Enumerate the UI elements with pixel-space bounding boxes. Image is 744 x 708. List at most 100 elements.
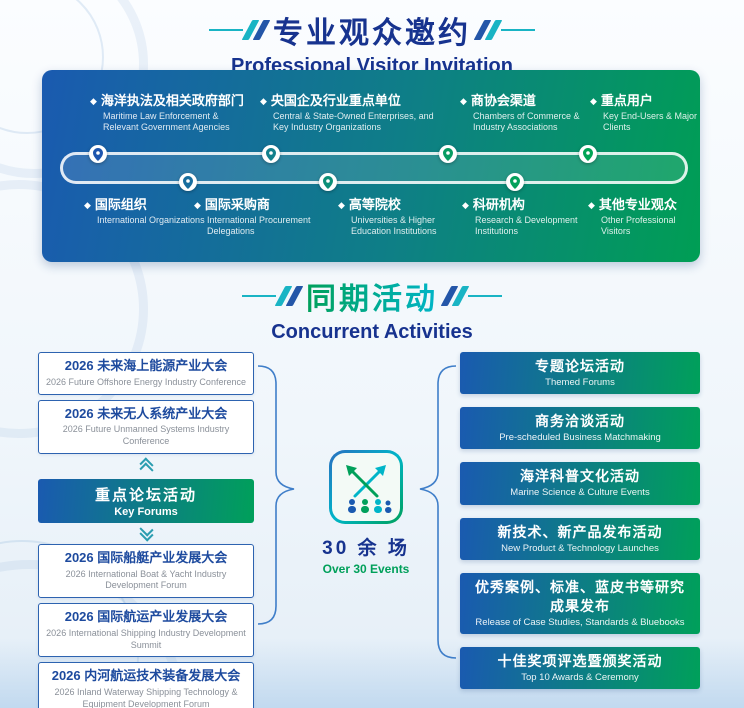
- audience-item: ◆国际组织 International Organizations: [84, 194, 207, 226]
- diamond-bullet: ◆: [338, 200, 345, 210]
- chevron-down-icon: [38, 522, 254, 542]
- invitation-title-zh: 专业观众邀约: [273, 17, 471, 50]
- location-pin-icon: [579, 145, 597, 163]
- location-pin-icon: [506, 173, 524, 191]
- forum-title-en: 2026 International Boat & Yacht Industry…: [65, 568, 227, 591]
- audience-item: ◆国际采购商 International Procurement Delegat…: [194, 194, 337, 238]
- left-brace: [257, 365, 295, 625]
- audience-label-en: International Procurement Delegations: [207, 215, 311, 237]
- location-pin-icon: [179, 173, 197, 191]
- audience-item: ◆其他专业观众 Other Professional Visitors: [588, 194, 706, 238]
- activity-title-en: Top 10 Awards & Ceremony: [521, 671, 639, 683]
- activities-title-en: Concurrent Activities: [271, 321, 473, 343]
- audience-item: ◆央国企及行业重点单位 Central & State-Owned Enterp…: [260, 90, 438, 134]
- diamond-bullet: ◆: [260, 96, 267, 106]
- activity-title-zh: 商务洽谈活动: [535, 413, 625, 430]
- audience-label-zh: 科研机构: [472, 197, 525, 212]
- activity-title-zh: 专题论坛活动: [535, 358, 625, 374]
- audience-label-en: Research & Development Institutions: [475, 215, 578, 237]
- audience-label-zh: 重点用户: [600, 93, 653, 108]
- activity-card: 新技术、新产品发布活动 New Product & Technology Lau…: [460, 517, 700, 560]
- diamond-bullet: ◆: [460, 96, 467, 106]
- audience-item: ◆科研机构 Research & Development Institution…: [462, 194, 600, 238]
- forums-column: 2026 未来海上能源产业大会 2026 Future Offshore Ene…: [38, 352, 254, 708]
- diamond-bullet: ◆: [84, 200, 91, 210]
- audience-label-en: Other Professional Visitors: [601, 215, 676, 237]
- audience-label-en: Key End-Users & Major Clients: [603, 111, 698, 133]
- diamond-bullet: ◆: [588, 200, 595, 210]
- forum-card: 2026 国际船艇产业发展大会 2026 International Boat …: [38, 543, 254, 599]
- forum-card: 2026 内河航运技术装备发展大会 2026 Inland Waterway S…: [38, 662, 254, 708]
- audience-label-en: Universities & Higher Education Institut…: [351, 215, 437, 237]
- audience-label-zh: 央国企及行业重点单位: [270, 93, 401, 108]
- events-count-block: 30 余 场 Over 30 Events: [312, 450, 420, 576]
- key-forums-banner: 重点论坛活动 Key Forums: [38, 478, 254, 523]
- activity-card: 专题论坛活动 Themed Forums: [460, 352, 700, 395]
- title-slash-decoration: [209, 20, 271, 40]
- forum-title-zh: 2026 未来无人系统产业大会: [64, 405, 228, 421]
- activity-title-zh: 海洋科普文化活动: [520, 468, 640, 485]
- activity-title-zh: 新技术、新产品发布活动: [497, 523, 663, 540]
- diamond-bullet: ◆: [590, 96, 597, 106]
- key-forums-en: Key Forums: [114, 505, 178, 518]
- key-forums-zh: 重点论坛活动: [94, 486, 197, 504]
- forum-card: 2026 未来无人系统产业大会 2026 Future Unmanned Sys…: [38, 399, 254, 454]
- timeline-track: [60, 145, 688, 191]
- audience-label-en: International Organizations: [97, 215, 205, 225]
- audience-label-en: Maritime Law Enforcement & Relevant Gove…: [103, 111, 230, 133]
- title-slash-decoration: [473, 20, 535, 40]
- audience-label-en: Chambers of Commerce & Industry Associat…: [473, 111, 580, 133]
- activities-title-zh: 同期活动: [306, 274, 438, 318]
- audience-label-zh: 商协会渠道: [470, 93, 536, 108]
- forum-title-en: 2026 Future Offshore Energy Industry Con…: [46, 376, 246, 387]
- audience-label-zh: 国际采购商: [204, 197, 270, 212]
- activity-title-en: Release of Case Studies, Standards & Blu…: [475, 616, 685, 628]
- location-pin-icon: [89, 145, 107, 163]
- audience-label-zh: 国际组织: [94, 197, 147, 212]
- audience-label-en: Central & State-Owned Enterprises, and K…: [273, 111, 434, 133]
- events-count-zh: 30 余 场: [322, 538, 410, 559]
- audience-label-zh: 高等院校: [348, 197, 401, 212]
- audience-item: ◆重点用户 Key End-Users & Major Clients: [590, 90, 698, 134]
- activity-title-zh: 优秀案例、标准、蓝皮书等研究成果发布: [475, 578, 685, 614]
- forum-title-zh: 2026 国际船艇产业发展大会: [64, 549, 228, 565]
- chevron-up-icon: [38, 457, 254, 477]
- forum-title-zh: 2026 未来海上能源产业大会: [64, 358, 228, 373]
- forum-title-en: 2026 Inland Waterway Shipping Technology…: [54, 687, 238, 708]
- diamond-bullet: ◆: [90, 96, 97, 106]
- activities-column: 专题论坛活动 Themed Forums 商务洽谈活动 Pre-schedule…: [460, 352, 700, 690]
- events-count-en: Over 30 Events: [322, 562, 410, 576]
- diamond-bullet: ◆: [194, 200, 201, 210]
- forum-title-zh: 2026 国际航运产业发展大会: [64, 609, 228, 625]
- activity-title-en: Themed Forums: [545, 376, 615, 388]
- audience-label-zh: 海洋执法及相关政府部门: [100, 93, 244, 108]
- location-pin-icon: [439, 145, 457, 163]
- activity-card: 海洋科普文化活动 Marine Science & Culture Events: [460, 462, 700, 505]
- forum-title-en: 2026 Future Unmanned Systems Industry Co…: [62, 424, 230, 447]
- activity-card: 十佳奖项评选暨颁奖活动 Top 10 Awards & Ceremony: [460, 647, 700, 690]
- visitor-categories-banner: ◆海洋执法及相关政府部门 Maritime Law Enforcement & …: [42, 70, 700, 262]
- audience-item: ◆商协会渠道 Chambers of Commerce & Industry A…: [460, 90, 598, 134]
- audience-item: ◆高等院校 Universities & Higher Education In…: [338, 194, 476, 238]
- location-pin-icon: [319, 173, 337, 191]
- activity-title-en: Pre-scheduled Business Matchmaking: [499, 432, 661, 444]
- activity-card: 商务洽谈活动 Pre-scheduled Business Matchmakin…: [460, 407, 700, 450]
- audience-label-zh: 其他专业观众: [598, 197, 677, 212]
- forum-card: 2026 未来海上能源产业大会 2026 Future Offshore Ene…: [38, 352, 254, 395]
- forum-card: 2026 国际航运产业发展大会 2026 International Shipp…: [38, 603, 254, 658]
- audience-item: ◆海洋执法及相关政府部门 Maritime Law Enforcement & …: [90, 90, 253, 134]
- activity-title-zh: 十佳奖项评选暨颁奖活动: [497, 653, 663, 670]
- forum-title-zh: 2026 内河航运技术装备发展大会: [51, 668, 241, 684]
- activity-title-en: Marine Science & Culture Events: [510, 487, 650, 499]
- forum-title-en: 2026 International Shipping Industry Dev…: [46, 628, 246, 650]
- diamond-bullet: ◆: [462, 200, 469, 210]
- activities-header: 同期活动 Concurrent Activities: [0, 274, 744, 344]
- right-brace: [419, 365, 457, 659]
- location-pin-icon: [262, 145, 280, 163]
- title-slash-decoration: [440, 286, 502, 306]
- activity-card: 优秀案例、标准、蓝皮书等研究成果发布 Release of Case Studi…: [460, 572, 700, 635]
- crowd-arrows-icon: [329, 450, 403, 524]
- activity-title-en: New Product & Technology Launches: [501, 542, 659, 554]
- title-slash-decoration: [242, 286, 304, 306]
